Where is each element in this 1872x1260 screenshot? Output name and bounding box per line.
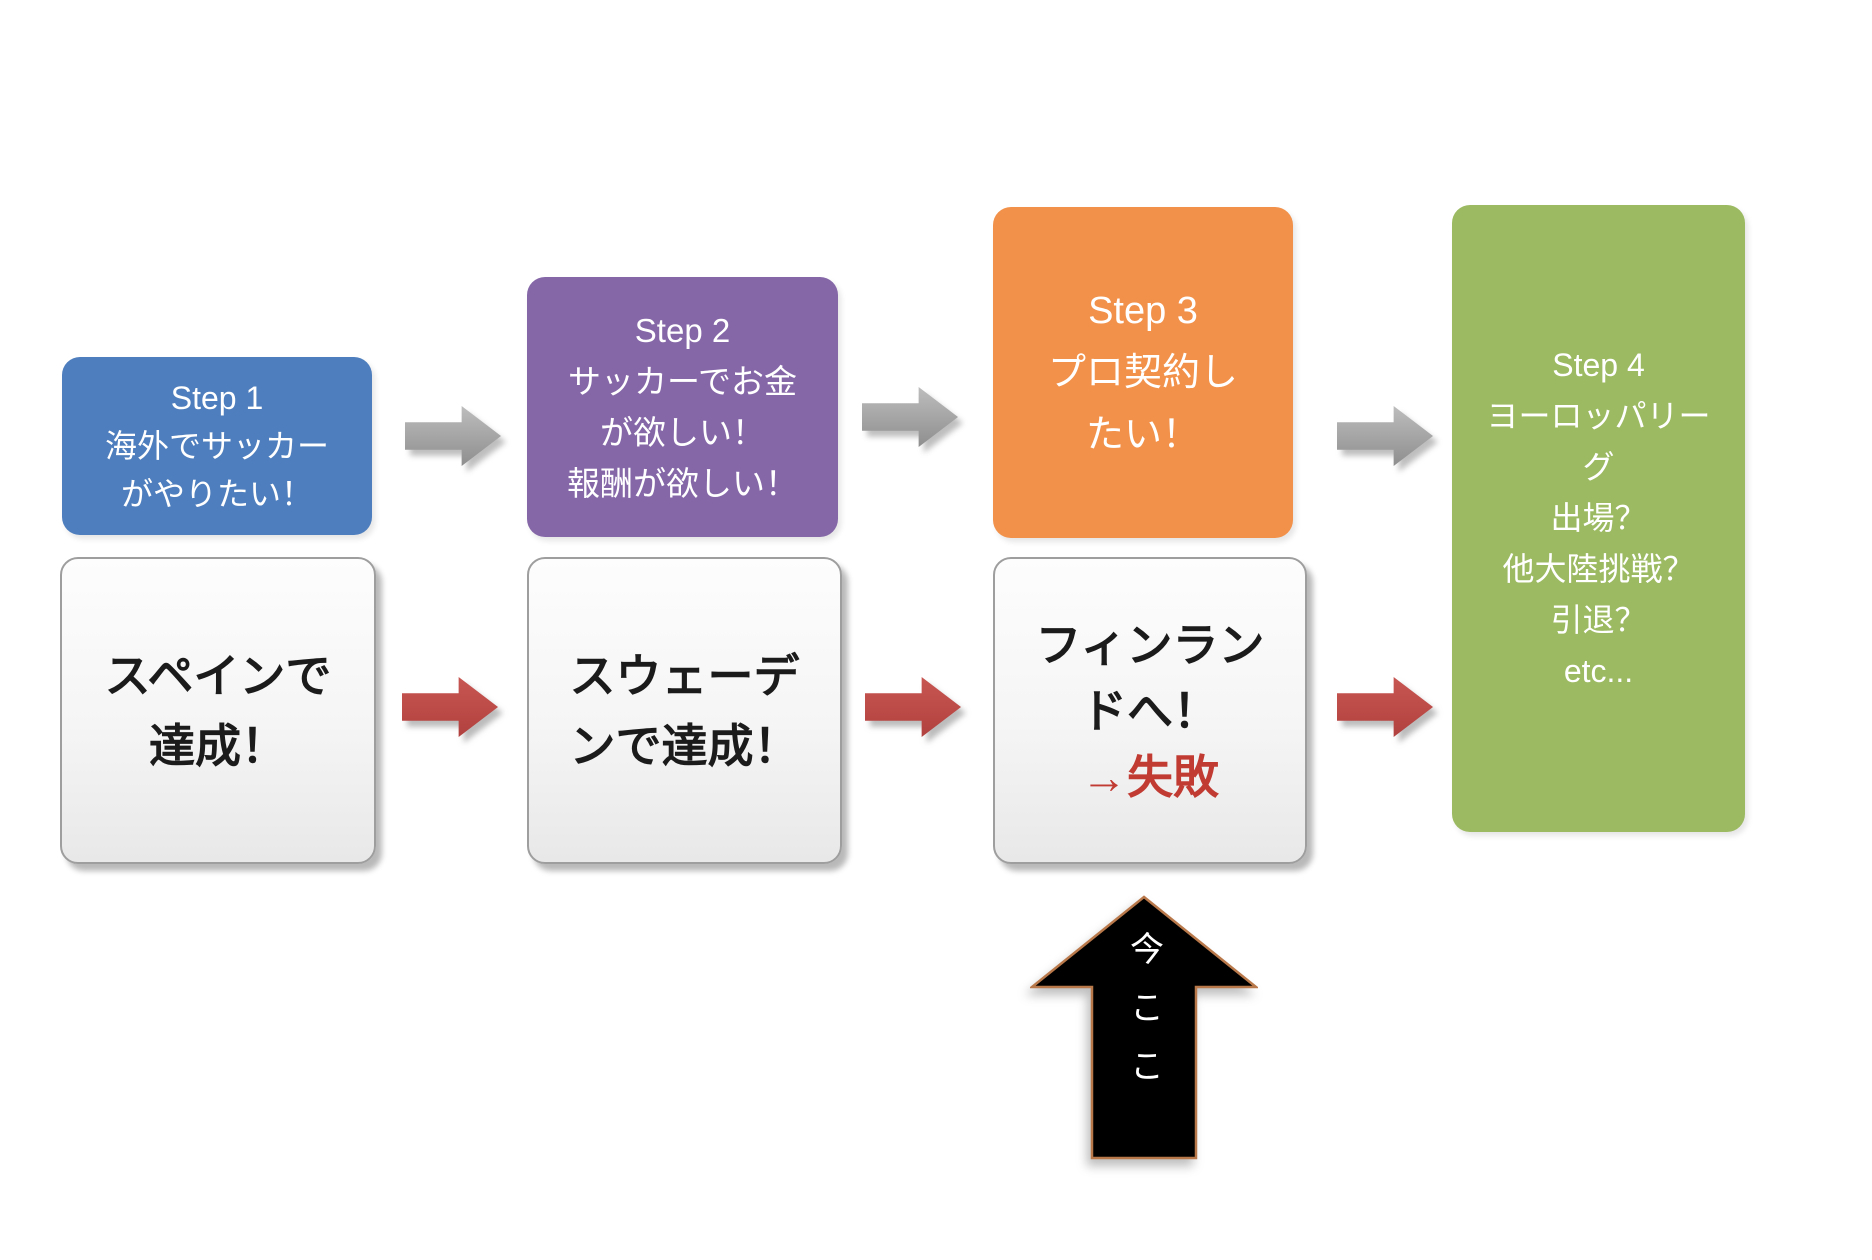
step1-box: Step 1 海外でサッカー がやりたい！	[62, 357, 372, 535]
result3-text-line: フィンラン	[1035, 618, 1265, 671]
result2-box: スウェーデ ンで達成！	[527, 557, 842, 864]
arrow-right-gray-icon	[862, 387, 958, 447]
step3-title: Step 3	[1088, 289, 1198, 332]
step3-text-line: プロ契約し	[1047, 351, 1238, 394]
arrow-right-red-icon	[865, 677, 961, 737]
step2-text-line: サッカーでお金	[567, 363, 798, 400]
step3-box: Step 3 プロ契約し たい！	[993, 207, 1293, 538]
arrow-right-shape	[862, 387, 958, 447]
step4-text-line: 出場？	[1550, 500, 1647, 536]
arrow-up-icon	[1030, 895, 1258, 1160]
result1-text-line: 達成！	[149, 719, 287, 772]
step4-text-line: etc...	[1563, 653, 1634, 689]
result1-text-line: スペインで	[104, 649, 332, 702]
step2-text-line: が欲しい！	[600, 414, 765, 451]
arrow-right-shape	[1337, 406, 1433, 466]
arrow-right-red-icon	[402, 677, 498, 737]
step2-text-line: 報酬が欲しい！	[567, 465, 798, 502]
step4-text-line: ヨーロッパリー	[1486, 398, 1711, 434]
result2-text-line: スウェーデ	[569, 649, 800, 702]
step2-box: Step 2 サッカーでお金 が欲しい！ 報酬が欲しい！	[527, 277, 838, 537]
step2-title: Step 2	[634, 312, 731, 349]
you-are-here-label: 今ここ	[1124, 931, 1163, 1107]
arrow-right-gray-icon	[405, 406, 501, 466]
arrow-right-shape	[865, 677, 961, 737]
result1-box: スペインで 達成！	[60, 557, 376, 864]
step4-title: Step 4	[1552, 347, 1645, 383]
step4-text-line: 他大陸挑戦？	[1502, 551, 1695, 587]
step4-text-line: グ	[1582, 449, 1615, 485]
you-are-here-marker: 今ここ	[1030, 895, 1258, 1160]
arrow-right-shape	[402, 677, 498, 737]
step1-text-line: 海外でサッカー	[104, 428, 329, 464]
step1-title: Step 1	[170, 380, 264, 416]
arrow-right-shape	[1337, 677, 1433, 737]
step1-text-line: がやりたい！	[120, 476, 313, 512]
arrow-right-red-icon	[1337, 677, 1433, 737]
result3-failure-line: →失敗	[1081, 750, 1219, 803]
result3-box: フィンラン ドへ！ →失敗	[993, 557, 1307, 864]
step3-text-line: たい！	[1085, 413, 1200, 456]
result3-text-line: ドへ！	[1081, 684, 1219, 737]
step4-box: Step 4 ヨーロッパリー グ 出場？ 他大陸挑戦？ 引退？ etc...	[1452, 205, 1745, 832]
result2-text-line: ンで達成！	[569, 719, 800, 772]
step4-text-line: 引退？	[1550, 602, 1647, 638]
arrow-right-gray-icon	[1337, 406, 1433, 466]
arrow-right-shape	[405, 406, 501, 466]
